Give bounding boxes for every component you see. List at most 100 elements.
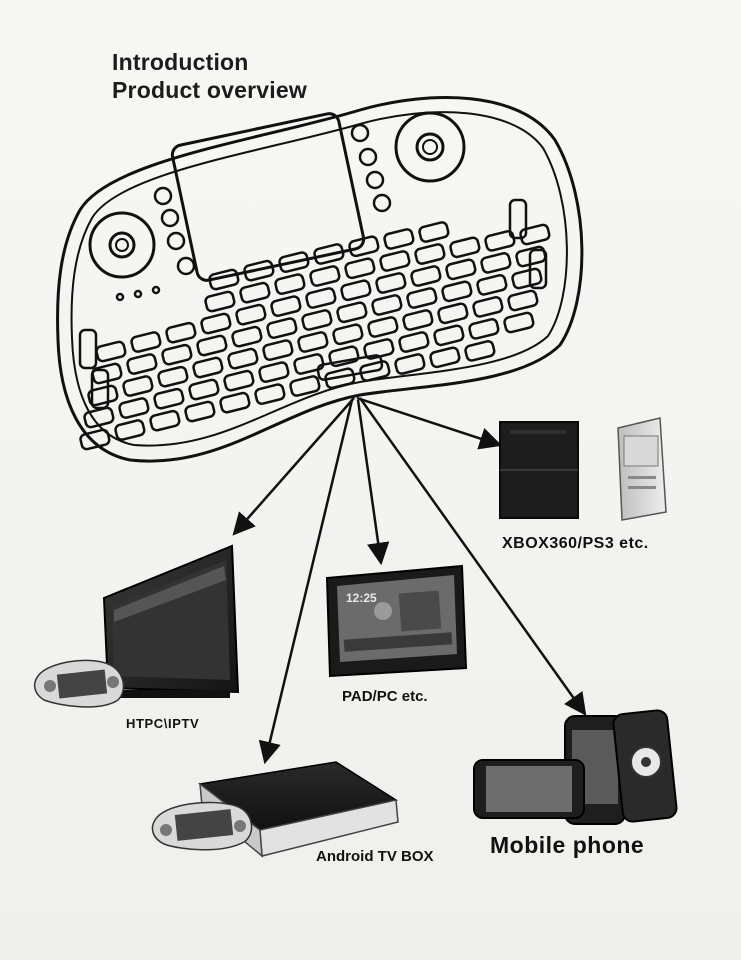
keyboard-key — [95, 340, 127, 363]
keyboard-key — [332, 323, 364, 346]
keyboard-key — [208, 268, 240, 291]
keyboard-key — [278, 251, 310, 273]
keyboard-key — [398, 331, 430, 353]
keyboard-key — [118, 397, 150, 419]
keyboard-side-key — [528, 248, 548, 290]
ps3-console — [499, 421, 579, 519]
keyboard-side-key — [508, 198, 528, 240]
keyboard-key — [204, 290, 236, 313]
keyboard-key — [336, 301, 368, 324]
keyboard-space-key — [316, 354, 384, 381]
keyboard-key — [406, 287, 438, 309]
keyboard-key — [266, 317, 298, 339]
arrow-to-tvbox — [258, 399, 354, 765]
keyboard-key — [239, 281, 271, 304]
keyboard-key — [511, 267, 543, 290]
keyboard-key — [254, 383, 286, 405]
keyboard-key — [445, 258, 477, 281]
keyboard-key — [414, 243, 446, 265]
keyboard-key — [270, 295, 302, 317]
arrow-to-mobile — [358, 397, 587, 716]
keyboard-side-key — [90, 368, 110, 410]
keyboard-side-key — [78, 328, 98, 370]
keyboard-key — [418, 221, 450, 243]
mini-keyboard-tvbox — [151, 801, 253, 851]
label-console: XBOX360/PS3 etc. — [502, 535, 649, 552]
keyboard-outer-shell — [56, 96, 584, 463]
xbox360-console — [617, 417, 667, 521]
keyboard-key — [468, 318, 500, 340]
heading-product-overview: Product overview — [112, 77, 307, 103]
keyboard-key — [344, 257, 376, 280]
keyboard-key — [157, 365, 189, 388]
keyboard-key — [429, 346, 461, 369]
left-joystick — [88, 211, 156, 279]
keyboard-key — [340, 279, 372, 302]
keyboard-key — [130, 331, 162, 353]
arrow-to-tv — [232, 397, 355, 536]
keyboard-key — [301, 309, 333, 331]
section-heading: Introduction Product overview — [112, 48, 307, 104]
keyboard-inner-shell — [70, 111, 568, 447]
keyboard-key — [313, 243, 345, 265]
keyboard-key — [289, 375, 321, 397]
touchpad — [170, 112, 366, 282]
keyboard-key — [449, 236, 481, 259]
keyboard-key — [192, 356, 224, 379]
keyboard-key — [126, 353, 158, 375]
keyboard-key — [258, 361, 290, 383]
keyboard-key — [371, 294, 403, 316]
keyboard-key — [383, 228, 415, 250]
arrow-to-console — [356, 396, 503, 450]
keyboard-key — [297, 331, 329, 353]
keyboard-key — [196, 334, 228, 357]
keyboard-key — [235, 303, 267, 326]
keyboard-key — [519, 223, 551, 246]
keyboard-key — [219, 391, 251, 414]
tablet-clock: 12:25 — [346, 591, 377, 605]
label-mobile: Mobile phone — [490, 832, 645, 858]
keyboard-key — [274, 273, 306, 295]
label-tablet: PAD/PC etc. — [342, 688, 428, 705]
connection-arrows — [232, 396, 587, 765]
keyboard-key — [243, 259, 275, 282]
keyboard-key — [480, 252, 512, 274]
label-tv: HTPC\IPTV — [126, 716, 200, 731]
keyboard-key — [231, 325, 263, 348]
heading-introduction: Introduction — [112, 49, 249, 75]
keyboard-key — [375, 272, 407, 294]
keyboard-key — [149, 409, 181, 432]
keyboard-key — [223, 369, 255, 392]
keyboard-key — [503, 311, 535, 334]
keyboard-key — [309, 265, 341, 287]
keyboard-key — [305, 287, 337, 309]
keyboard-key — [87, 384, 119, 407]
keyboard-key — [161, 343, 193, 366]
keyboard-illustration — [56, 96, 584, 463]
keyboard-key — [227, 347, 259, 370]
keyboard-key — [114, 419, 146, 441]
keyboard-key — [441, 280, 473, 303]
tablet-device — [325, 564, 468, 678]
keyboard-key — [184, 400, 216, 423]
keyboard-key — [464, 340, 496, 362]
keyboard-key — [293, 353, 325, 375]
keyboard-key — [402, 309, 434, 331]
keyboard-key — [367, 316, 399, 338]
arrow-to-tablet — [356, 399, 390, 566]
keyboard-key — [328, 345, 360, 368]
keyboard-key — [165, 321, 197, 344]
mobile-phones — [473, 709, 678, 825]
keyboard-key — [394, 353, 426, 375]
keyboard-key-grid — [78, 198, 551, 451]
keyboard-key — [153, 387, 185, 410]
keyboard-key — [122, 375, 154, 397]
keyboard-key — [437, 302, 469, 325]
mini-keyboard-tv — [33, 659, 125, 708]
keyboard-key — [476, 274, 508, 296]
tv-device — [102, 544, 240, 698]
keyboard-key — [262, 339, 294, 361]
right-joystick — [394, 111, 466, 183]
